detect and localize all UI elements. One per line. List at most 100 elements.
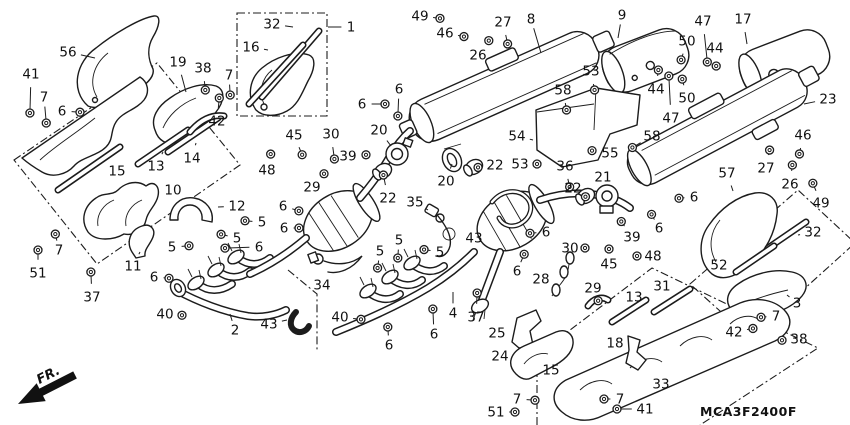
callout-number: 7: [225, 68, 234, 84]
trim-strip-13: [134, 126, 192, 168]
callout-6: 6: [58, 104, 85, 120]
trim-strip-32: [258, 27, 323, 101]
callout-21: 21: [594, 170, 611, 186]
callout-6: 6: [674, 190, 699, 206]
callout-number: 26: [469, 48, 486, 64]
callout-44: 44: [647, 65, 665, 98]
callout-38: 38: [777, 332, 808, 348]
callout-number: 37: [83, 290, 100, 306]
callout-39: 39: [339, 149, 371, 165]
callout-5: 5: [168, 240, 194, 256]
callout-42: 42: [725, 323, 758, 341]
callout-number: 33: [652, 377, 669, 393]
callout-number: 52: [710, 258, 727, 274]
oxygen-sensor-34: [307, 251, 363, 274]
callout-22: 22: [378, 170, 397, 207]
callout-55: 55: [587, 146, 619, 162]
callout-number: 21: [594, 170, 611, 186]
callout-15: 15: [108, 164, 125, 180]
stay-bracket-12: [169, 197, 213, 223]
callout-6: 6: [393, 82, 403, 121]
callout-number: 42: [208, 114, 225, 130]
callout-number: 45: [600, 257, 617, 273]
callout-number: 44: [706, 41, 723, 57]
callout-41: 41: [22, 67, 40, 118]
callout-number: 5: [168, 240, 177, 256]
callout-number: 6: [513, 264, 522, 280]
callout-number: 40: [156, 307, 173, 323]
callout-number: 6: [430, 327, 439, 343]
callout-26: 26: [781, 160, 799, 193]
callout-number: 24: [491, 349, 508, 365]
callout-6: 6: [358, 97, 390, 113]
callout-48: 48: [258, 149, 276, 179]
callout-41: 41: [612, 402, 654, 418]
callout-7: 7: [40, 90, 51, 128]
callout-number: 57: [718, 166, 735, 182]
callout-number: 6: [280, 221, 289, 237]
callout-number: 13: [625, 290, 642, 306]
callout-number: 5: [395, 233, 404, 249]
callout-50: 50: [677, 74, 696, 107]
lower-cover-33: [553, 298, 791, 421]
callout-14: 14: [183, 142, 201, 167]
callout-number: 47: [694, 14, 711, 30]
callout-7: 7: [756, 309, 780, 325]
callout-number: 25: [488, 326, 505, 342]
callout-number: 6: [58, 104, 67, 120]
callout-6: 6: [150, 270, 174, 286]
callout-8: 8: [527, 12, 542, 54]
callout-number: 6: [690, 190, 699, 206]
callout-45: 45: [285, 128, 307, 160]
callout-5: 5: [372, 244, 384, 273]
callout-6: 6: [513, 249, 529, 280]
callout-number: 34: [313, 278, 330, 294]
callout-48: 48: [632, 249, 662, 265]
trim-strip-15: [54, 143, 124, 194]
callout-29: 29: [303, 169, 329, 196]
callout-7: 7: [50, 229, 64, 259]
callout-number: 6: [542, 225, 551, 241]
callout-39: 39: [616, 216, 641, 246]
callout-number: 7: [55, 243, 64, 259]
callout-number: 13: [147, 159, 164, 175]
callout-number: 44: [647, 82, 664, 98]
callout-number: 30: [322, 127, 339, 143]
callout-number: 53: [582, 64, 599, 80]
callout-number: 2: [231, 323, 240, 339]
callout-number: 46: [794, 128, 811, 144]
trim-strip-13-right: [608, 296, 650, 326]
callout-number: 22: [564, 181, 581, 197]
callout-number: 6: [358, 97, 367, 113]
oxygen-sensor-35: [424, 203, 456, 258]
callout-number: 3: [793, 296, 802, 312]
callout-58: 58: [554, 83, 572, 115]
callout-31: 31: [653, 279, 670, 295]
callout-number: 58: [643, 129, 660, 145]
hanger-chain-28: [551, 251, 575, 297]
callout-number: 32: [804, 225, 821, 241]
cable-guide-43: [489, 189, 534, 229]
callout-5: 5: [240, 215, 266, 231]
callout-57: 57: [718, 166, 736, 192]
callout-number: 56: [59, 45, 76, 61]
callout-24: 24: [491, 349, 508, 365]
group-box-bottom-cover: [536, 267, 820, 425]
trim-strip-31: [650, 285, 694, 316]
callout-number: 43: [260, 317, 277, 333]
callout-number: 41: [636, 402, 653, 418]
callout-number: 22: [379, 191, 396, 207]
callout-number: 28: [532, 272, 549, 288]
callout-6: 6: [280, 221, 304, 237]
callout-47: 47: [662, 71, 680, 127]
callout-2: 2: [229, 313, 240, 339]
callout-36: 36: [556, 159, 575, 192]
callout-53: 53: [582, 64, 600, 95]
callout-25: 25: [488, 326, 505, 342]
callout-number: 19: [169, 55, 186, 71]
callout-56: 56: [59, 45, 96, 61]
callout-17: 17: [734, 12, 752, 45]
callout-32: 32: [797, 225, 822, 241]
